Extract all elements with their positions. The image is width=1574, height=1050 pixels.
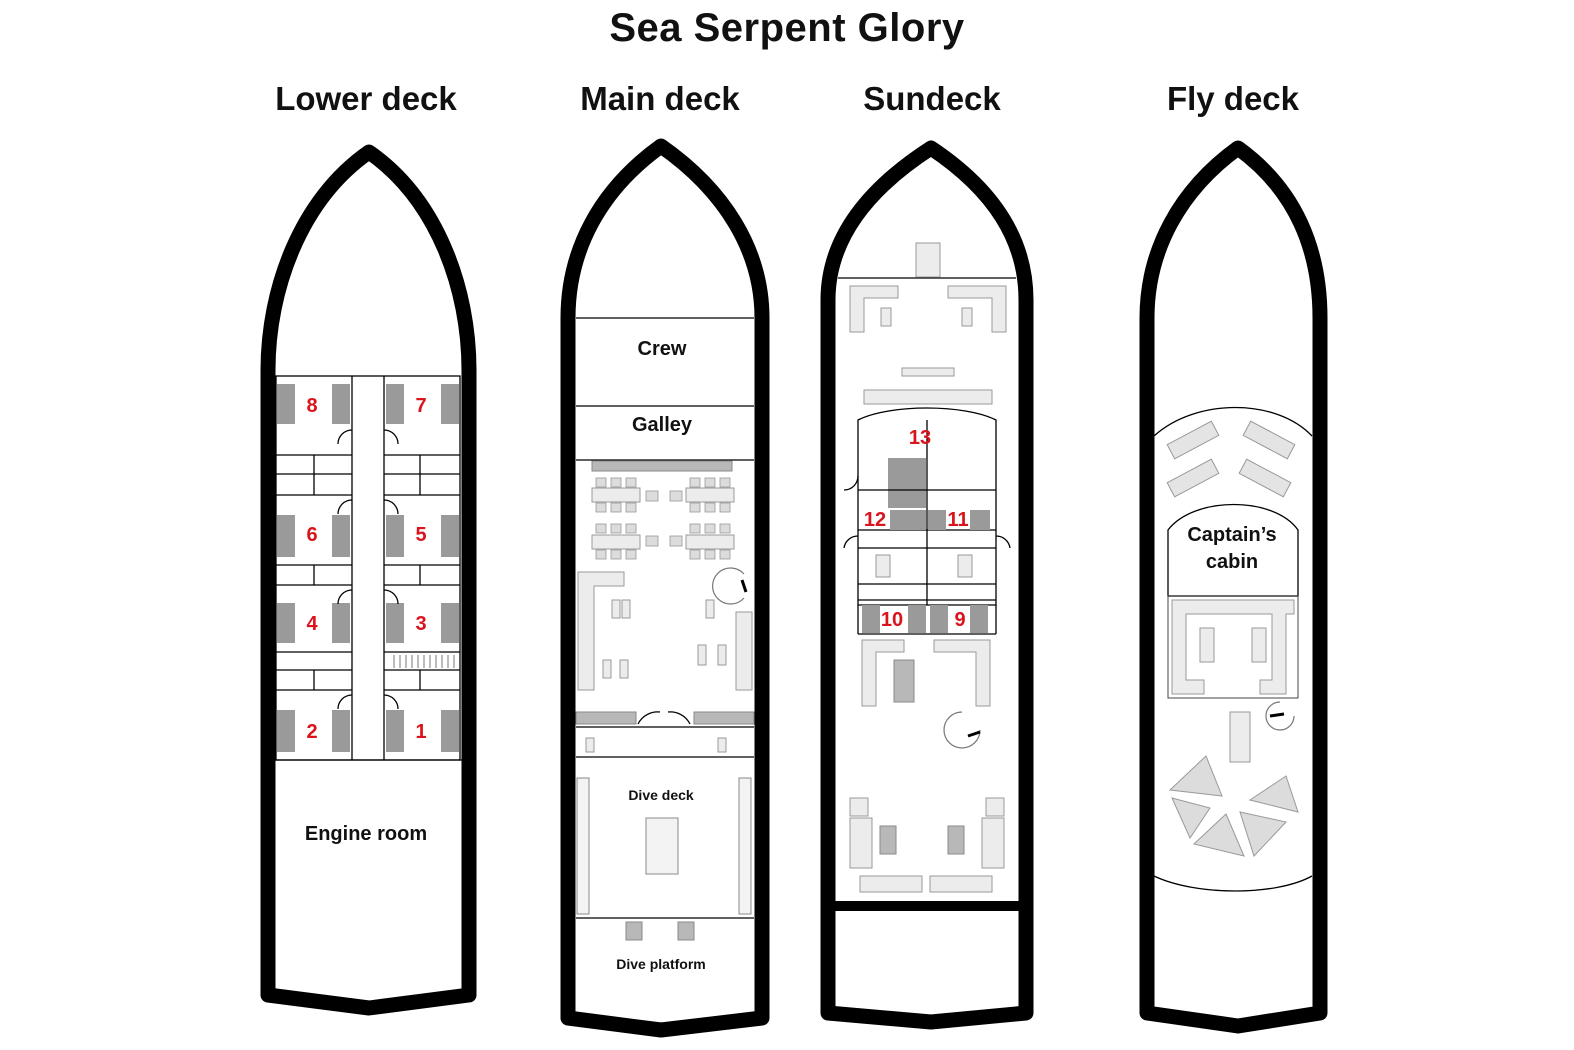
sun-cabin-13: 13: [909, 427, 931, 449]
fly-deck-title: Fly deck: [1166, 80, 1300, 117]
dining-area: [591, 477, 735, 560]
lower-cabin-5: 5: [415, 524, 426, 546]
lower-cabin-8: 8: [306, 395, 317, 417]
main-deck: Crew Galley Dive deck Dive platform: [560, 138, 770, 1038]
ship-title: Sea Serpent Glory: [609, 6, 965, 50]
fly-deck: Captain’s cabin: [1139, 140, 1328, 1034]
spiral-stair-icon: [712, 567, 745, 605]
sun-cabin-9: 9: [954, 609, 965, 631]
main-deck-hull: [560, 138, 770, 1038]
lower-deck-hull: [260, 144, 477, 1016]
lower-cabin-4: 4: [306, 613, 318, 635]
lower-deck-title: Lower deck: [275, 80, 457, 117]
lower-deck: 8 7 6 5 4 3 2 1 Engine room: [260, 144, 477, 1016]
sundeck: 13 12 11 10 9: [820, 140, 1034, 1030]
dive-platform-label: Dive platform: [616, 956, 705, 972]
sun-cabin-12: 12: [864, 509, 886, 531]
tank-rack-left: [576, 777, 590, 915]
crew-label: Crew: [638, 338, 687, 360]
dive-deck-label: Dive deck: [628, 787, 694, 803]
sundeck-title: Sundeck: [863, 80, 1001, 117]
engine-room-label: Engine room: [305, 823, 427, 845]
dive-bench: [645, 817, 679, 875]
lower-deck-cabins-block: [268, 375, 469, 761]
fly-spiral-stair-icon: [1265, 701, 1295, 731]
captains-cabin-label-line2: cabin: [1206, 551, 1258, 573]
fly-deck-stairs: [1229, 711, 1251, 763]
galley-counter: [591, 460, 733, 472]
sundeck-spiral-stair-icon: [943, 711, 981, 749]
sun-cabin-11: 11: [947, 509, 968, 531]
lower-cabin-2: 2: [306, 721, 317, 743]
tank-rack-right: [738, 777, 752, 915]
lower-cabin-3: 3: [415, 613, 426, 635]
fly-deck-hull: [1139, 140, 1328, 1034]
captains-cabin-label-line1: Captain’s: [1187, 524, 1276, 546]
main-deck-title: Main deck: [580, 80, 740, 117]
lower-cabin-1: 1: [415, 721, 426, 743]
lower-cabin-7: 7: [415, 395, 426, 417]
sun-loungers: [1166, 420, 1296, 498]
main-lounge: [577, 567, 753, 691]
lower-cabin-6: 6: [306, 524, 317, 546]
cabin-13-bed: [888, 458, 926, 508]
galley-label: Galley: [632, 414, 693, 436]
fly-deck-loungers: [1168, 755, 1299, 857]
sun-cabin-10: 10: [881, 609, 903, 631]
